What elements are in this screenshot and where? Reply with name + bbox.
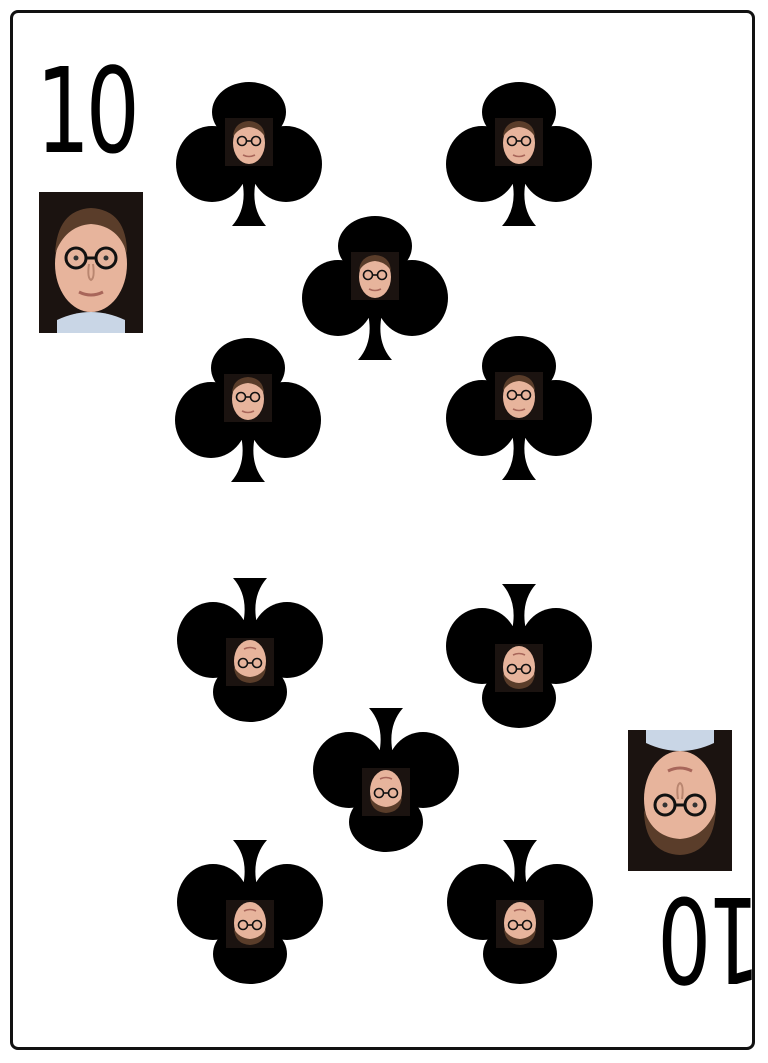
- portrait-face-icon: [496, 900, 544, 948]
- portrait-face-icon: [495, 118, 543, 166]
- club-pip-inverted: [313, 704, 459, 854]
- playing-card: [10, 10, 755, 1050]
- club-icon: [446, 82, 592, 226]
- portrait-face-icon: [224, 374, 272, 422]
- rank-label-top: 10: [36, 42, 140, 180]
- club-pip: [175, 336, 321, 486]
- club-pip: [176, 80, 322, 230]
- portrait-face-icon: [225, 118, 273, 166]
- club-pip-inverted: [177, 836, 323, 986]
- portrait-face-icon: [628, 730, 732, 871]
- club-icon: [302, 216, 448, 360]
- club-icon: [175, 338, 321, 482]
- club-icon: [446, 336, 592, 480]
- club-pip-inverted: [177, 574, 323, 724]
- portrait-face-icon: [351, 252, 399, 300]
- club-icon: [446, 584, 592, 728]
- corner-portrait-top: [39, 192, 143, 333]
- portrait-face-icon: [495, 372, 543, 420]
- portrait-face-icon: [495, 644, 543, 692]
- club-pip-inverted: [446, 580, 592, 730]
- corner-portrait-bottom: [628, 730, 732, 871]
- club-pip-inverted: [447, 836, 593, 986]
- club-pip: [302, 214, 448, 364]
- club-icon: [177, 578, 323, 722]
- club-pip: [446, 80, 592, 230]
- portrait-face-icon: [226, 638, 274, 686]
- portrait-face-icon: [39, 192, 143, 333]
- club-icon: [177, 840, 323, 984]
- portrait-face-icon: [362, 768, 410, 816]
- club-pip: [446, 334, 592, 484]
- club-icon: [176, 82, 322, 226]
- club-icon: [447, 840, 593, 984]
- club-icon: [313, 708, 459, 852]
- rank-label-bottom: 10: [661, 870, 761, 1008]
- portrait-face-icon: [226, 900, 274, 948]
